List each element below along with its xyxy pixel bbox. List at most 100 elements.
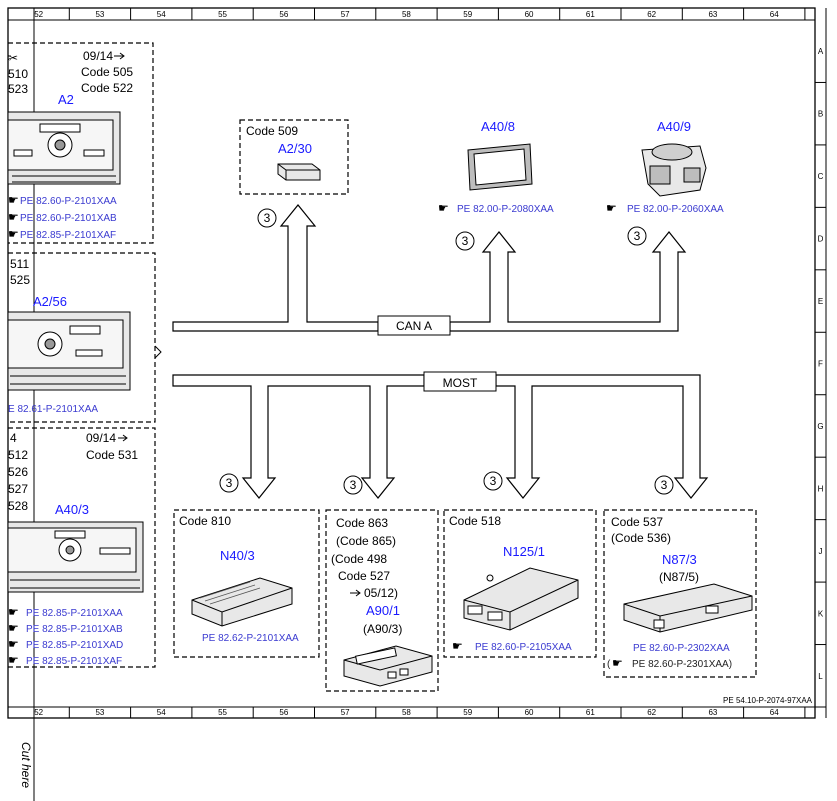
row-label: D	[818, 235, 824, 244]
left-mid-ref[interactable]: E 82.61-P-2101XAA	[8, 404, 98, 415]
column-label: 62	[647, 10, 656, 19]
left-top-num2: 523	[8, 82, 28, 96]
column-label: 54	[157, 708, 166, 717]
row-label: F	[818, 360, 823, 369]
code518-ref[interactable]: PE 82.60-P-2105XAA	[475, 642, 572, 653]
left-top-ref2[interactable]: PE 82.60-P-2101XAB	[20, 213, 117, 224]
code810-ref[interactable]: PE 82.62-P-2101XAA	[202, 633, 299, 644]
svg-text:3: 3	[634, 229, 641, 243]
cut-here-text: Cut here	[19, 742, 33, 788]
svg-text:3: 3	[264, 211, 271, 225]
left-top-box	[8, 42, 154, 244]
column-label: 64	[770, 708, 779, 717]
a409-label: A40/9	[657, 119, 691, 134]
arrow-right-icon	[114, 52, 125, 60]
code509-label: A2/30	[278, 141, 312, 156]
code537-code: Code 537	[611, 515, 663, 529]
left-top-code1: Code 505	[81, 65, 133, 79]
arrow-right-icon	[350, 589, 361, 597]
module-n403-icon	[191, 577, 293, 627]
left-bot-num: 528	[8, 499, 28, 513]
most-bus-label: MOST	[443, 376, 478, 390]
display-a408-icon	[467, 143, 533, 191]
row-label: C	[818, 172, 824, 181]
row-label: G	[817, 422, 823, 431]
badge-circle: 3	[257, 208, 277, 228]
module-n1251-icon	[463, 567, 579, 631]
can-bus-line	[172, 204, 687, 336]
a408-ref[interactable]: PE 82.00-P-2080XAA	[457, 204, 554, 215]
hand-icon: ☛	[8, 210, 19, 224]
panel-brace	[154, 345, 162, 359]
badge-circle: 3	[654, 475, 674, 495]
can-bus-label-box	[377, 315, 451, 336]
a408-label: A40/8	[481, 119, 515, 134]
a409-ref[interactable]: PE 82.00-P-2060XAA	[627, 204, 724, 215]
document-ref: PE 54.10-P-2074-97XAA	[723, 696, 813, 705]
scissors-icon: ✂	[8, 51, 18, 65]
can-bus-label: CAN A	[396, 319, 432, 333]
column-label: 54	[157, 10, 166, 19]
most-bus-line	[172, 371, 709, 499]
column-label: 57	[341, 10, 350, 19]
code537-code2: (Code 536)	[611, 531, 671, 545]
code518-code: Code 518	[449, 514, 501, 528]
column-label: 60	[525, 10, 534, 19]
column-label: 53	[95, 10, 104, 19]
column-label: 55	[218, 708, 227, 717]
code509-box	[239, 119, 349, 195]
code537-sub: (N87/5)	[659, 570, 699, 584]
row-label: A	[818, 47, 824, 56]
row-label: H	[818, 484, 824, 493]
left-bot-ref4[interactable]: PE 82.85-P-2101XAF	[26, 656, 122, 667]
code863-sub: (A90/3)	[363, 622, 402, 636]
code863-line5: 05/12)	[364, 586, 398, 600]
module-n873-icon	[623, 583, 753, 633]
column-label: 55	[218, 10, 227, 19]
code537-label: N87/3	[662, 552, 697, 567]
column-label: 58	[402, 10, 411, 19]
code863-label: A90/1	[366, 603, 400, 618]
left-mid-num2: 525	[10, 273, 30, 287]
left-mid-label: A2/56	[33, 294, 67, 309]
column-label: 59	[463, 10, 472, 19]
column-label: 57	[341, 708, 350, 717]
code509-code: Code 509	[246, 124, 298, 138]
svg-text:3: 3	[226, 476, 233, 490]
left-bot-ref3[interactable]: PE 82.85-P-2101XAD	[26, 640, 123, 651]
code518-box	[443, 509, 597, 658]
column-label: 62	[647, 708, 656, 717]
hand-icon: ☛	[438, 201, 449, 215]
row-label: J	[819, 547, 823, 556]
column-label: 53	[95, 708, 104, 717]
column-label: 63	[708, 10, 717, 19]
left-top-date: 09/14	[83, 49, 113, 63]
hand-icon: ☛	[8, 193, 19, 207]
code863-line2: (Code 865)	[336, 534, 396, 548]
left-top-ref1[interactable]: PE 82.60-P-2101XAA	[20, 196, 117, 207]
badge-circle: 3	[219, 473, 239, 493]
left-bot-ref2[interactable]: PE 82.85-P-2101XAB	[26, 624, 123, 635]
left-bot-num: 512	[8, 448, 28, 462]
code810-box	[173, 509, 320, 658]
code537-ref[interactable]: PE 82.60-P-2302XAA	[633, 643, 730, 654]
column-label: 58	[402, 708, 411, 717]
code537-ref2[interactable]: PE 82.60-P-2301XAA)	[632, 659, 732, 670]
hand-icon: ☛	[612, 656, 623, 670]
badge-circle: 3	[483, 471, 503, 491]
left-bot-ref1[interactable]: PE 82.85-P-2101XAA	[26, 608, 123, 619]
left-bot-code: Code 531	[86, 448, 138, 462]
svg-text:3: 3	[462, 234, 469, 248]
hand-icon: ☛	[8, 227, 19, 241]
left-bot-label: A40/3	[55, 502, 89, 517]
left-mid-num1: 511	[10, 257, 29, 271]
controller-a409-icon	[641, 143, 707, 197]
hand-icon: ☛	[8, 605, 19, 619]
code863-box	[325, 509, 439, 692]
hand-icon: ☛	[606, 201, 617, 215]
left-top-code2: Code 522	[81, 81, 133, 95]
left-bot-num: 4	[10, 431, 17, 445]
left-top-ref3[interactable]: PE 82.85-P-2101XAF	[20, 230, 116, 241]
hand-icon: ☛	[8, 637, 19, 651]
column-label: 52	[34, 10, 43, 19]
